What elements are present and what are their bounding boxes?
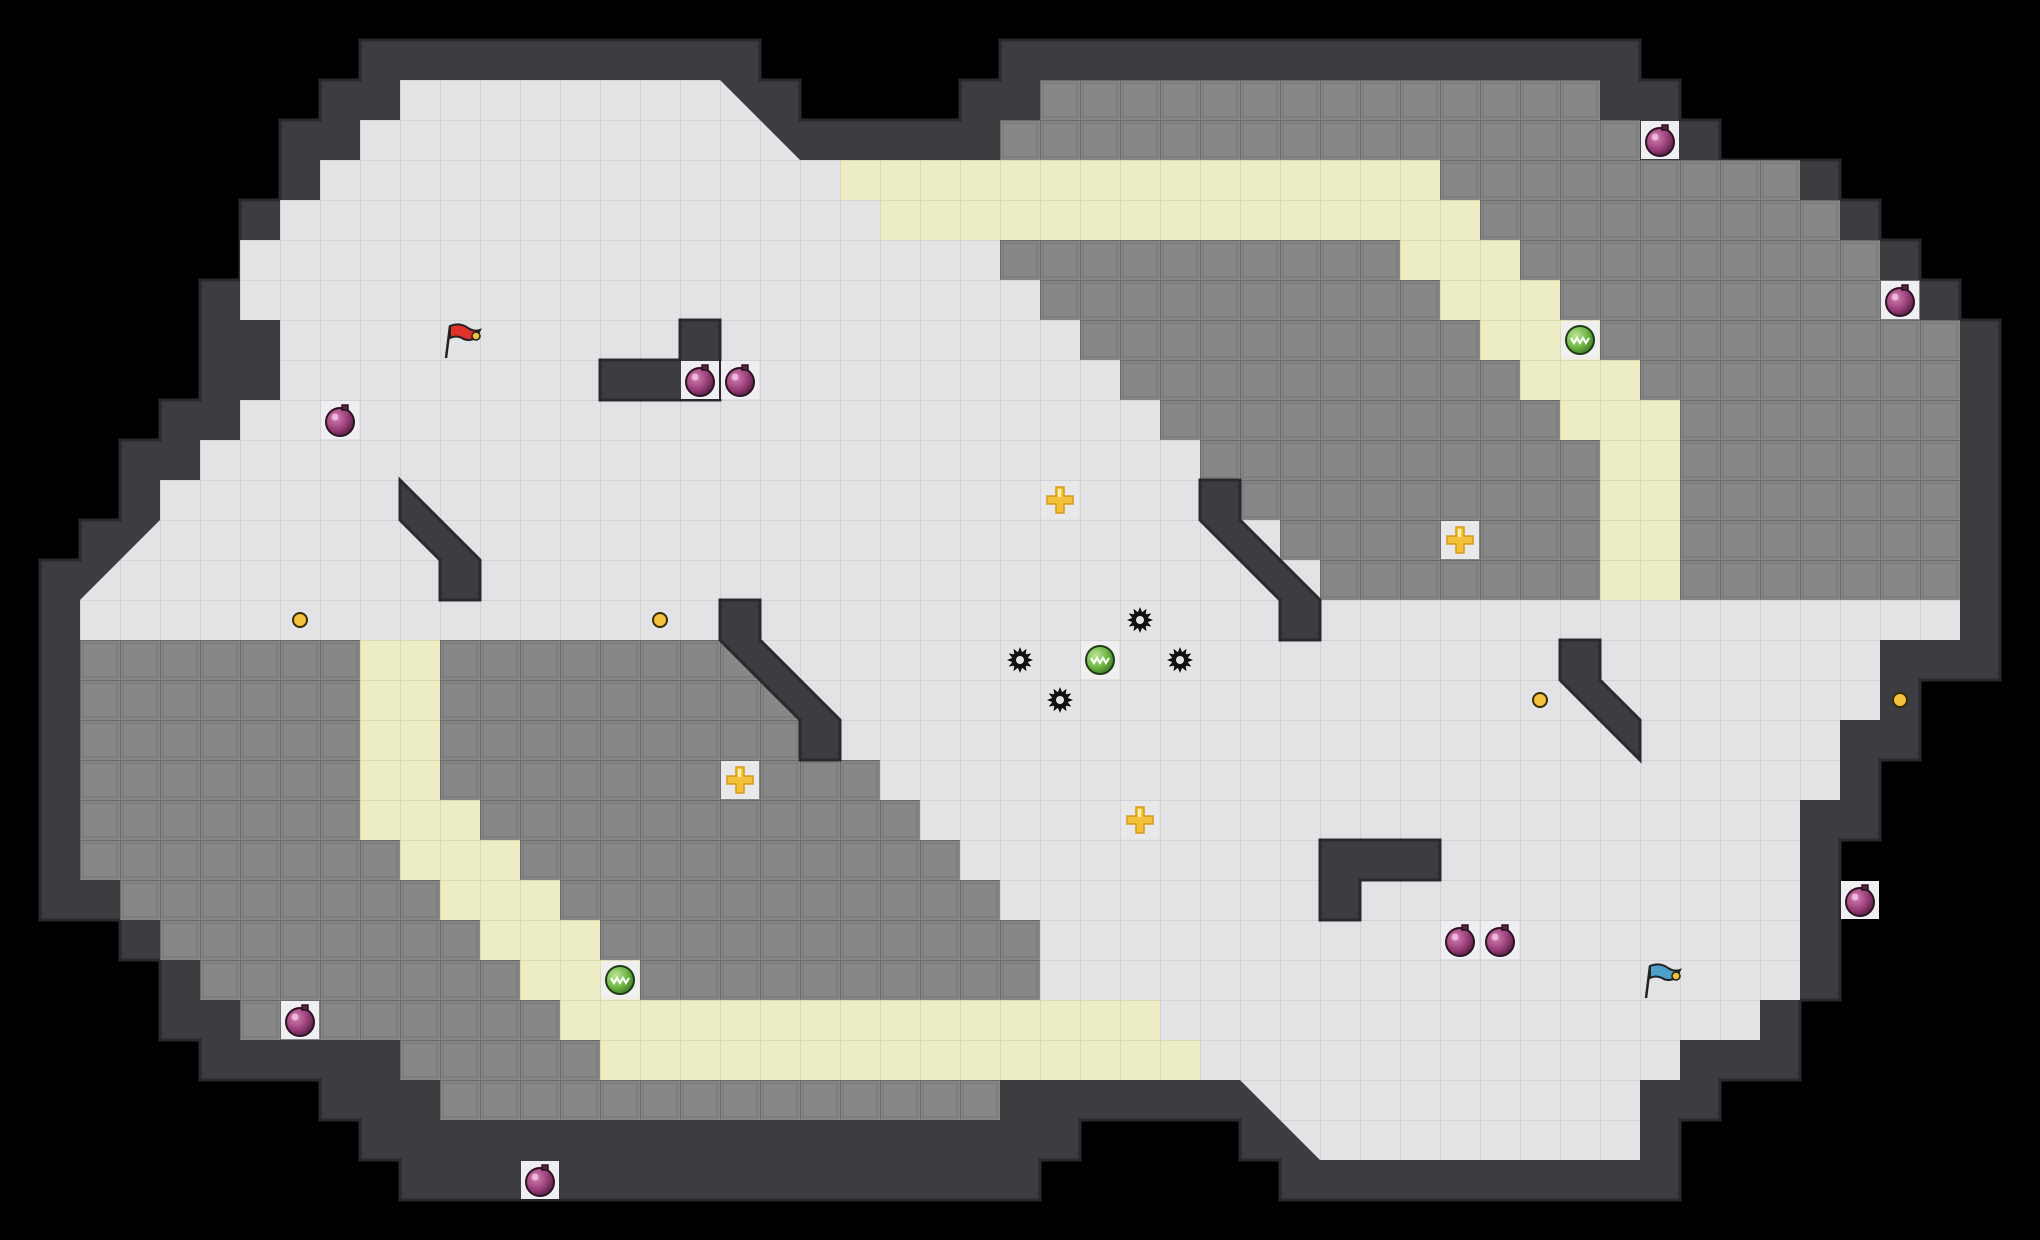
potion-icon[interactable] xyxy=(1841,881,1879,919)
wall-piece-lower-right xyxy=(1318,838,1442,922)
spike-mine-icon xyxy=(1127,607,1153,633)
coin-icon[interactable] xyxy=(292,612,308,628)
spike-mine-icon xyxy=(1167,647,1193,673)
wall-diagonal-left xyxy=(398,476,482,602)
wall-diagonal-center xyxy=(718,598,842,762)
potion-icon[interactable] xyxy=(281,1001,319,1039)
health-pack-icon[interactable] xyxy=(1441,521,1479,559)
spike-mine-icon xyxy=(1047,687,1073,713)
potion-icon[interactable] xyxy=(321,401,359,439)
potion-icon[interactable] xyxy=(721,361,759,399)
health-pack-icon[interactable] xyxy=(1041,481,1079,519)
potion-icon[interactable] xyxy=(681,361,719,399)
health-pack-icon[interactable] xyxy=(721,761,759,799)
coin-icon[interactable] xyxy=(1532,692,1548,708)
items-layer xyxy=(281,121,1919,1199)
potion-icon[interactable] xyxy=(1641,121,1679,159)
blue-flag-icon[interactable] xyxy=(1644,963,1682,999)
potion-icon[interactable] xyxy=(1441,921,1479,959)
potion-icon[interactable] xyxy=(1881,281,1919,319)
speed-orb-icon[interactable] xyxy=(1081,641,1119,679)
health-pack-icon[interactable] xyxy=(1121,801,1159,839)
spike-mine-icon xyxy=(1007,647,1033,673)
red-flag-icon[interactable] xyxy=(444,323,482,359)
speed-orb-icon[interactable] xyxy=(601,961,639,999)
coin-icon[interactable] xyxy=(1892,692,1908,708)
speed-orb-icon[interactable] xyxy=(1561,321,1599,359)
lanes xyxy=(360,160,1680,1080)
wall-diagonal-right xyxy=(1198,478,1322,642)
coin-icon[interactable] xyxy=(652,612,668,628)
wall-diagonal-far-right xyxy=(1558,638,1642,764)
potion-icon[interactable] xyxy=(1481,921,1519,959)
potion-icon[interactable] xyxy=(521,1161,559,1199)
